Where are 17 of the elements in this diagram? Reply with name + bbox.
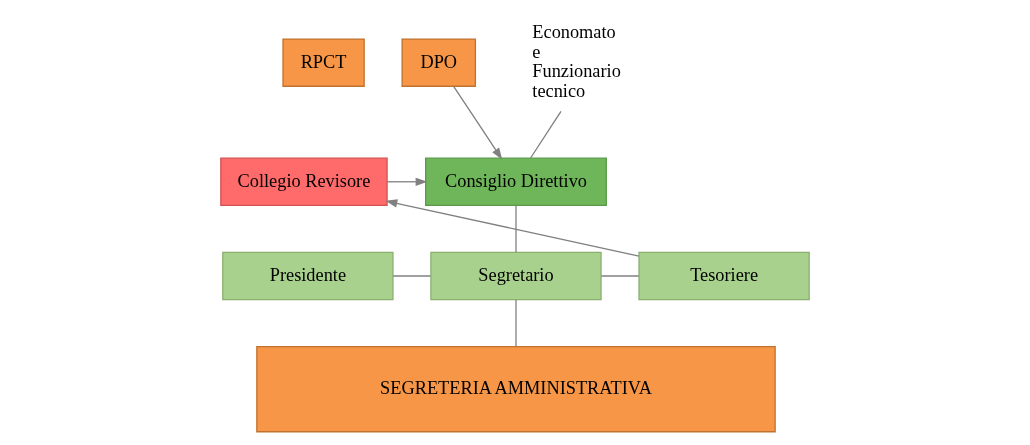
connector [529,110,562,159]
node-box: DPO [401,37,477,87]
node-box: Consiglio Direttivo [425,157,607,206]
node-text: Economato e Funzionario tecnico [532,21,621,101]
arrow [453,85,503,160]
node-box: Tesoriere [638,251,810,300]
node-box: RPCT [282,37,365,87]
connector [515,204,517,253]
node-box: Collegio Revisore [220,157,388,206]
arrow [385,198,640,257]
connector [515,298,517,347]
node-box: SEGRETERIA AMMINISTRATIVA [256,345,776,432]
arrow [386,177,428,186]
connector [600,274,640,277]
node-box: Presidente [222,251,394,300]
connector [392,274,432,277]
node-box: Segretario [430,251,602,300]
